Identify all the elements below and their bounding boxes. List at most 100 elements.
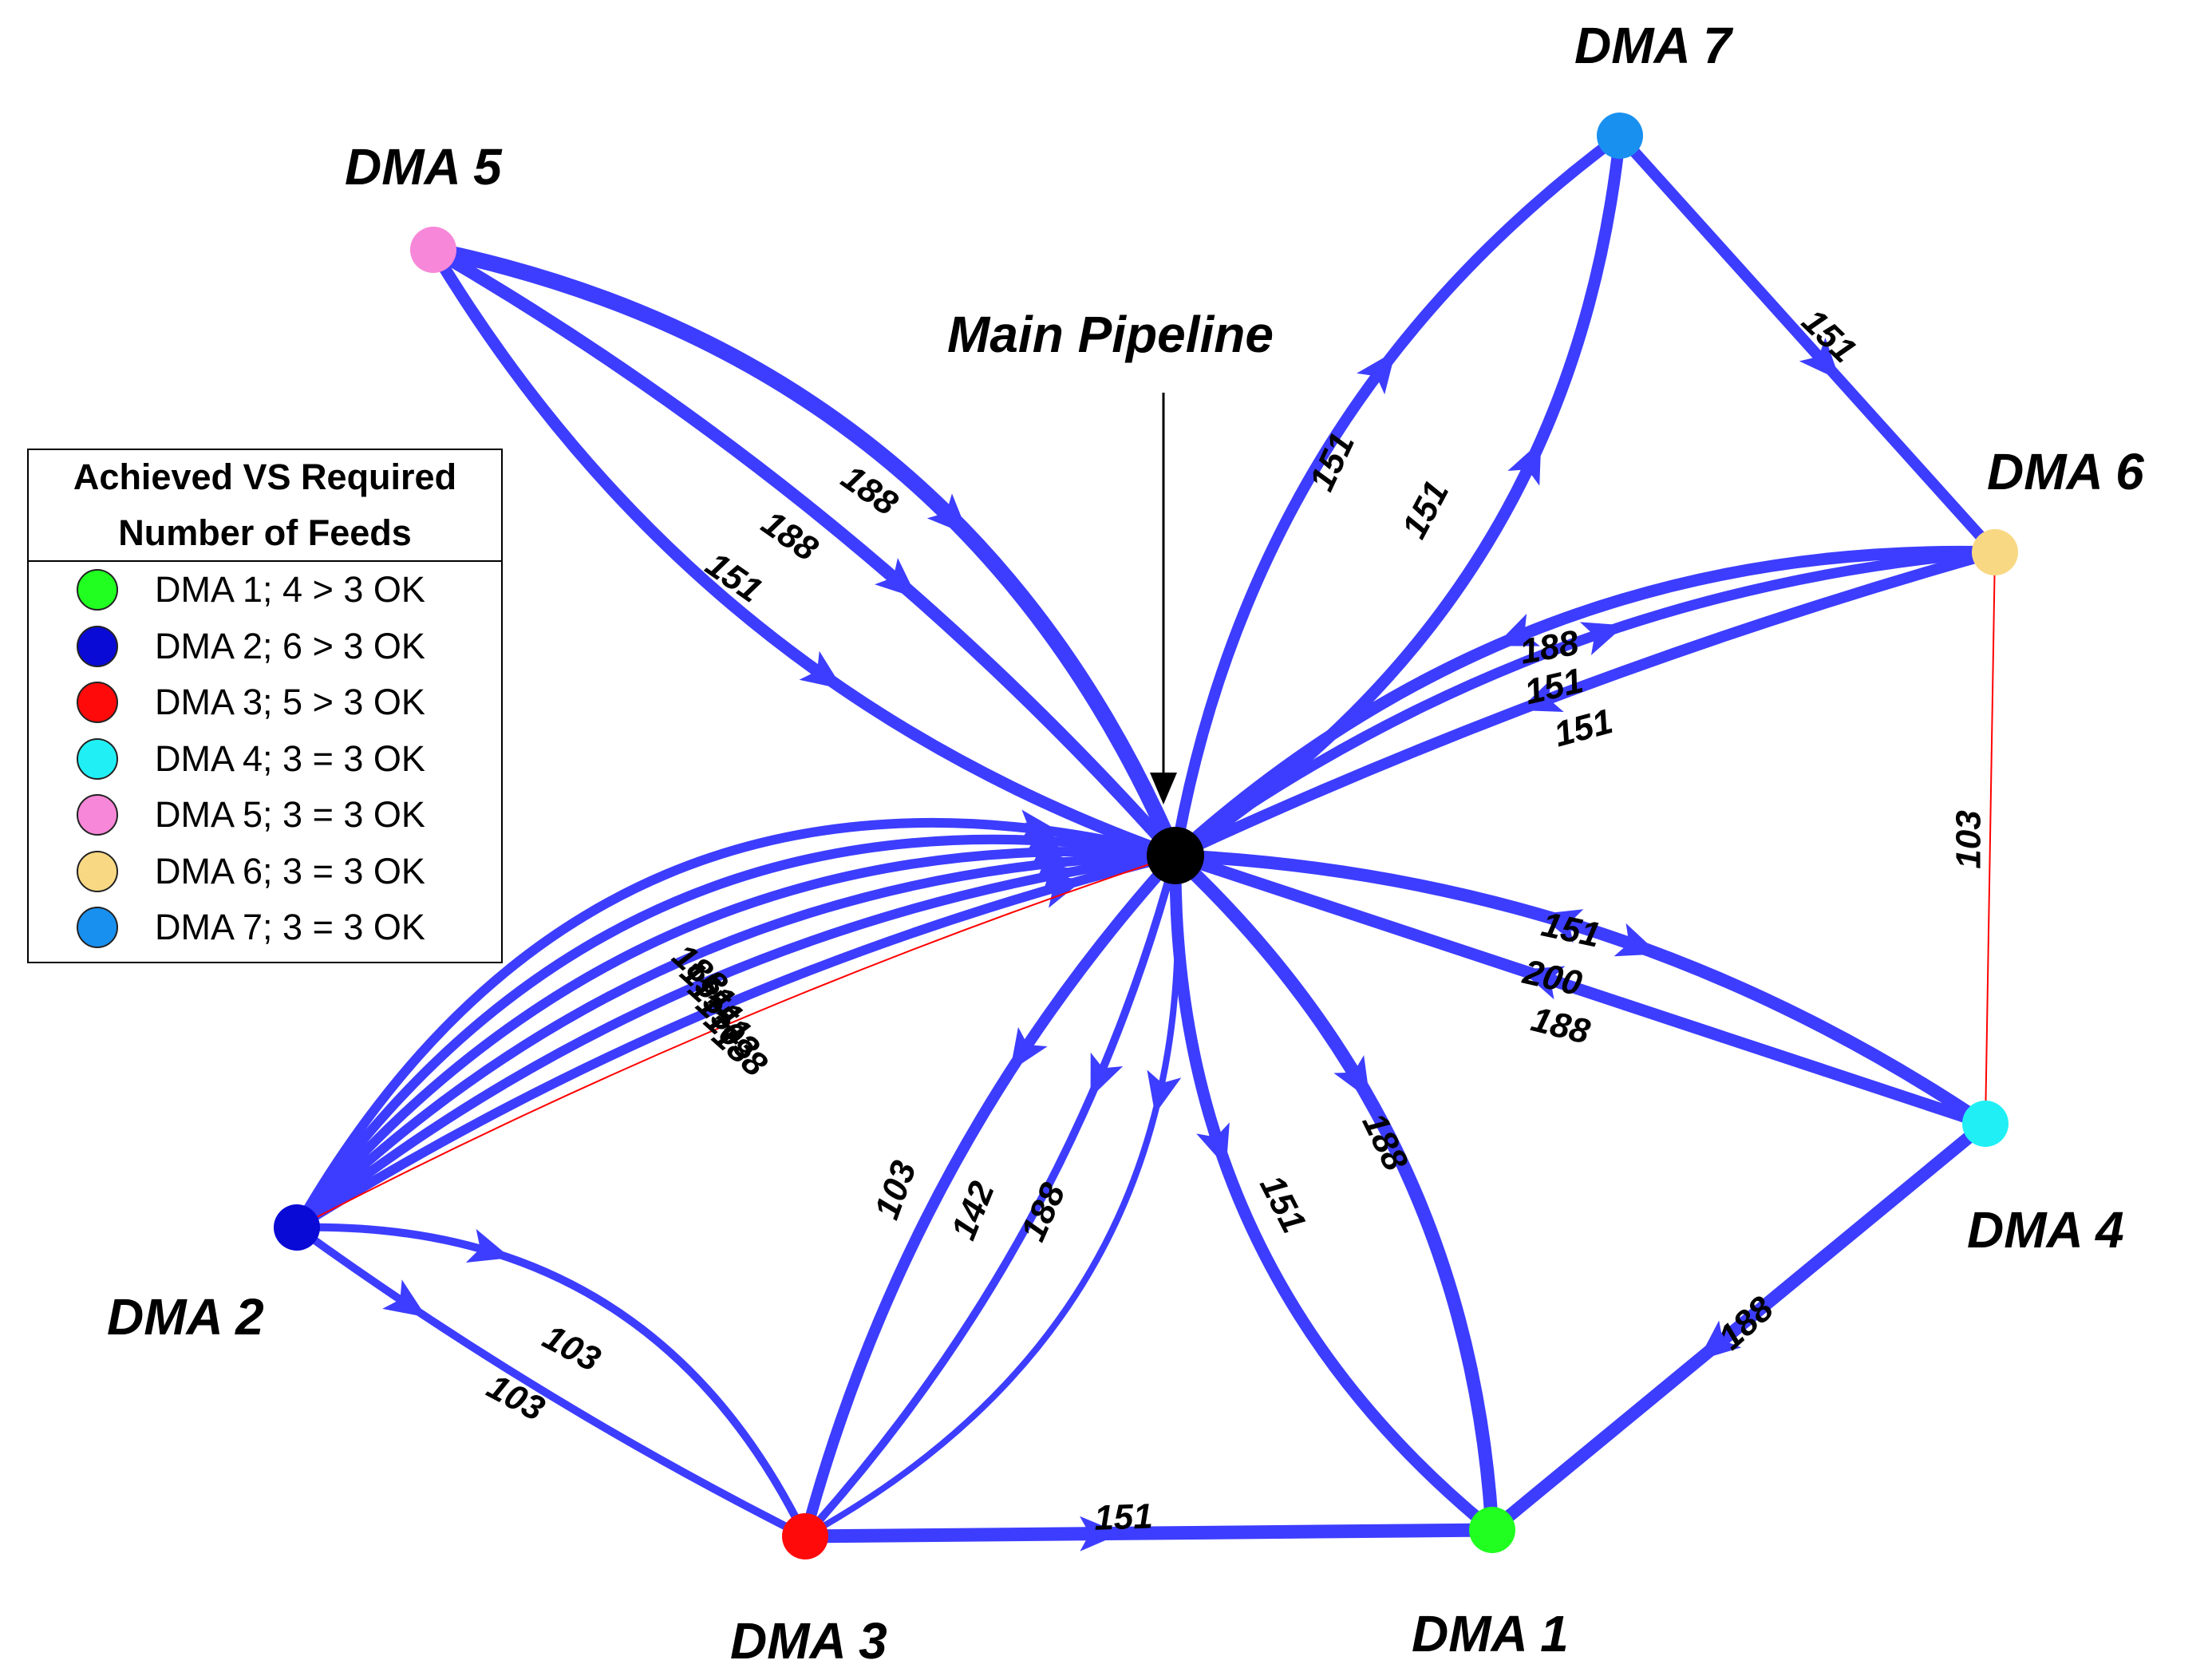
edge-dma4-main bbox=[1169, 849, 1992, 1130]
edge-value-label: 103 bbox=[480, 1367, 551, 1429]
main-pipeline-pointer bbox=[1150, 393, 1177, 804]
edge-main-dma3 bbox=[802, 852, 1181, 1540]
edge-main-dma1 bbox=[1169, 849, 1499, 1536]
legend-item-label: DMA 7; 3 = 3 OK bbox=[155, 907, 425, 948]
edge-value-label: 188 bbox=[1527, 1000, 1594, 1052]
legend-item: DMA 5; 3 = 3 OK bbox=[29, 787, 501, 844]
edge-main-dma3 bbox=[800, 850, 1181, 1542]
legend-item-label: DMA 4; 3 = 3 OK bbox=[155, 737, 425, 779]
legend-title-line1: Achieved VS Required bbox=[73, 457, 457, 497]
legend-color-swatch bbox=[77, 682, 118, 724]
edge-main-dma6 bbox=[1170, 547, 2001, 861]
edge-dma7-dma6 bbox=[1614, 130, 2001, 558]
edge-dma2-main bbox=[292, 834, 1180, 1232]
dma3-node bbox=[782, 1513, 828, 1559]
legend-color-swatch bbox=[77, 907, 118, 949]
dma1-node bbox=[1469, 1507, 1515, 1553]
legend-item: DMA 6; 3 = 3 OK bbox=[29, 844, 501, 900]
edge-arrow-icon bbox=[382, 1279, 427, 1318]
legend-item-label: DMA 2; 6 > 3 OK bbox=[155, 625, 425, 666]
dma7-node bbox=[1597, 113, 1643, 159]
edge-dma2-main bbox=[292, 818, 1180, 1232]
edge-arrow-icon bbox=[1519, 678, 1564, 713]
edge-dma6-dma4 bbox=[1985, 551, 1996, 1125]
dma6-node bbox=[1972, 529, 2018, 575]
legend: Achieved VS Required Number of Feeds DMA… bbox=[27, 449, 503, 963]
legend-title-line2: Number of Feeds bbox=[118, 512, 412, 553]
edge-dma2-dma3 bbox=[293, 1223, 809, 1540]
dma2-node bbox=[274, 1204, 320, 1251]
edge-value-label: 151 bbox=[699, 545, 769, 611]
dma2-label: DMA 2 bbox=[107, 1288, 264, 1346]
dma1-label: DMA 1 bbox=[1412, 1605, 1569, 1662]
legend-color-swatch bbox=[77, 625, 118, 667]
edge-main-dma7 bbox=[1170, 130, 1625, 861]
edge-arrow-icon bbox=[1520, 966, 1566, 1000]
edge-arrow-icon bbox=[1333, 1055, 1370, 1101]
edge-dma6-main bbox=[1170, 547, 2001, 861]
edge-arrow-icon bbox=[799, 650, 843, 690]
dma3-label: DMA 3 bbox=[730, 1612, 887, 1670]
dma5-node bbox=[410, 227, 456, 273]
legend-color-swatch bbox=[77, 737, 118, 780]
edge-dma2-dma3 bbox=[293, 1223, 809, 1540]
edge-arrow-icon bbox=[1038, 874, 1084, 908]
edge-dma5-main bbox=[427, 243, 1182, 862]
legend-color-swatch bbox=[77, 569, 118, 611]
legend-item: DMA 2; 6 > 3 OK bbox=[29, 619, 501, 675]
edge-arrow-icon bbox=[1196, 1122, 1230, 1168]
edge-value-label: 103 bbox=[1949, 810, 1989, 868]
dma6-label: DMA 6 bbox=[1987, 443, 2144, 500]
legend-items: DMA 1; 4 > 3 OK DMA 2; 6 > 3 OK DMA 3; 5 >… bbox=[29, 562, 501, 956]
edge-arrow-icon bbox=[1080, 1516, 1122, 1552]
edge-dma5-main bbox=[425, 242, 1183, 864]
edge-dma2-main bbox=[292, 851, 1180, 1232]
edge-main-dma7 bbox=[1169, 129, 1626, 862]
legend-item-label: DMA 3; 5 > 3 OK bbox=[155, 682, 425, 723]
legend-color-swatch bbox=[77, 794, 118, 836]
main-pipeline-label: Main Pipeline bbox=[947, 306, 1274, 363]
edge-value-label: 142 bbox=[944, 1176, 1002, 1245]
edge-dma2-main bbox=[292, 851, 1180, 1232]
edge-dma2-main bbox=[292, 851, 1180, 1232]
edge-arrow-icon bbox=[1009, 1026, 1048, 1072]
dma7-label: DMA 7 bbox=[1574, 17, 1734, 74]
edge-arrow-icon bbox=[1799, 338, 1840, 381]
legend-item-label: DMA 1; 4 > 3 OK bbox=[155, 569, 425, 611]
edge-value-label: 151 bbox=[1395, 475, 1457, 545]
legend-item: DMA 1; 4 > 3 OK bbox=[29, 562, 501, 619]
edge-dma2-main bbox=[296, 855, 1176, 1228]
edge-main-dma3 bbox=[801, 852, 1179, 1540]
legend-item: DMA 4; 3 = 3 OK bbox=[29, 731, 501, 788]
edge-dma6-main bbox=[1169, 545, 2001, 862]
edge-arrow-icon bbox=[1698, 1320, 1742, 1361]
edge-arrow-icon bbox=[1507, 441, 1542, 486]
legend-item: DMA 7; 3 = 3 OK bbox=[29, 899, 501, 956]
edge-arrow-icon bbox=[1357, 350, 1396, 395]
edges-layer bbox=[292, 129, 2001, 1552]
edge-main-dma4 bbox=[1169, 849, 1992, 1130]
edge-value-label: 103 bbox=[536, 1318, 606, 1380]
dma4-node bbox=[1962, 1101, 2009, 1147]
edge-value-label: 200 bbox=[1519, 952, 1586, 1004]
edge-arrow-icon bbox=[1579, 622, 1625, 656]
edge-value-label: 151 bbox=[1093, 1496, 1153, 1538]
edge-dma5-main bbox=[427, 243, 1182, 862]
edge-value-label: 151 bbox=[1252, 1169, 1313, 1239]
legend-item: DMA 3; 5 > 3 OK bbox=[29, 674, 501, 731]
dma5-label: DMA 5 bbox=[345, 138, 503, 196]
edge-arrow-icon bbox=[1147, 1069, 1182, 1115]
edge-dma3-dma1 bbox=[798, 1523, 1499, 1544]
edge-arrow-icon bbox=[465, 1228, 511, 1263]
edge-dma4-dma1 bbox=[1486, 1117, 1992, 1536]
edge-main-dma1 bbox=[1168, 848, 1499, 1537]
edge-value-label: 151 bbox=[1538, 905, 1604, 955]
legend-item-label: DMA 5; 3 = 3 OK bbox=[155, 794, 425, 836]
edge-arrow-icon bbox=[875, 558, 918, 599]
edge-arrow-icon bbox=[1614, 923, 1659, 957]
edge-value-label: 103 bbox=[867, 1156, 924, 1224]
legend-title: Achieved VS Required Number of Feeds bbox=[29, 450, 501, 562]
edge-arrow-icon bbox=[1495, 614, 1540, 646]
